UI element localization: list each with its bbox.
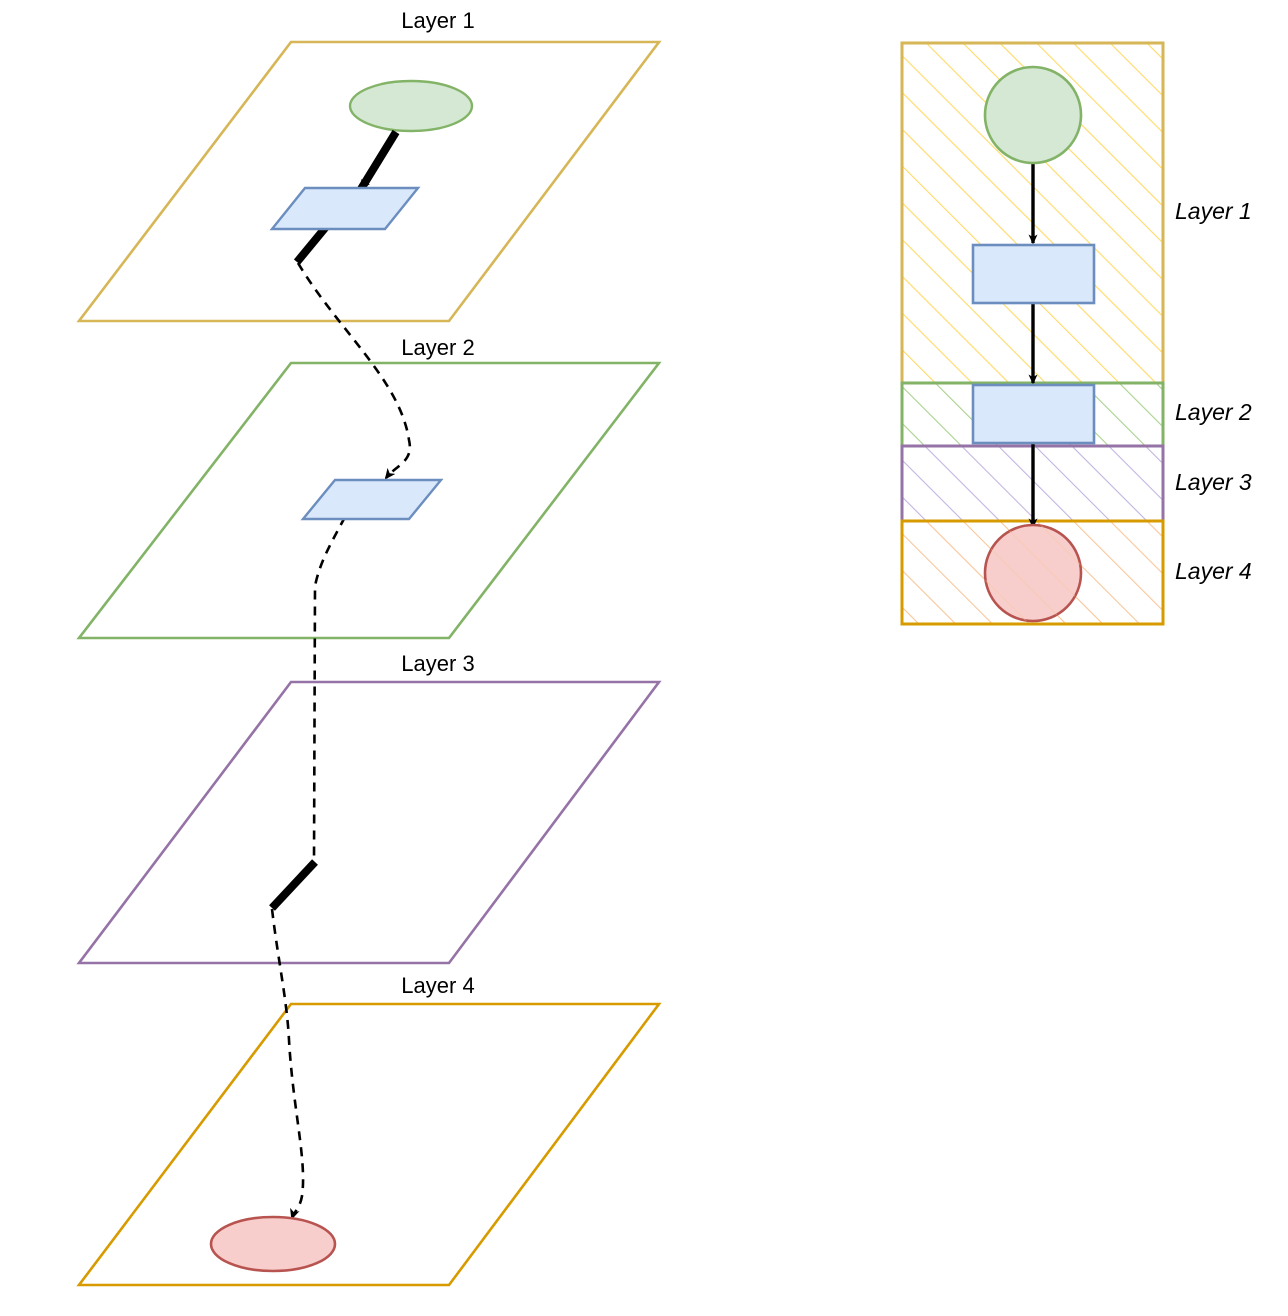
process-node-2-rect[interactable] [971, 383, 1096, 445]
layer-plane-2[interactable]: Layer 2 [76, 335, 662, 640]
layer-1-parallelogram[interactable] [76, 40, 662, 323]
end-node-ellipse[interactable] [209, 1215, 337, 1273]
start-node-ellipse[interactable] [348, 79, 474, 133]
end-node-circle-hatch-overlay [985, 525, 1081, 621]
layer-2-parallelogram[interactable] [76, 361, 662, 640]
layer-2-title: Layer 2 [401, 335, 474, 360]
stacked-bands-view: Layer 1 Layer 2 Layer 3 Layer 4 [900, 41, 1252, 626]
layer-plane-1[interactable]: Layer 1 [76, 8, 662, 323]
start-node-left[interactable] [348, 79, 474, 133]
process-node-1-left[interactable] [269, 186, 421, 231]
band-layer-4-label: Layer 4 [1175, 558, 1252, 584]
layer-plane-3[interactable]: Layer 3 [76, 651, 662, 965]
process-node-2-right[interactable] [971, 383, 1096, 445]
layer-3-title: Layer 3 [401, 651, 474, 676]
isometric-layers-view: Layer 1 Layer 2 Layer 3 Layer 4 [76, 8, 662, 1287]
layer-1-title: Layer 1 [401, 8, 474, 33]
end-node-left[interactable] [209, 1215, 337, 1273]
layer-4-parallelogram[interactable] [76, 1002, 662, 1287]
edge-start-to-process1 [357, 129, 400, 192]
process-node-2-parallelogram[interactable] [300, 478, 444, 521]
process-node-1-rect[interactable] [971, 243, 1096, 305]
layer-4-title: Layer 4 [401, 973, 474, 998]
process-node-2-left[interactable] [300, 478, 444, 521]
edge-process1-to-process2 [296, 262, 412, 480]
end-node-right[interactable] [983, 523, 1083, 623]
band-layer-1-label: Layer 1 [1175, 198, 1252, 224]
start-node-circle[interactable] [983, 65, 1083, 165]
band-layer-2-label: Layer 2 [1175, 399, 1252, 425]
edge-process2-to-end-tail [270, 908, 305, 1220]
process-node-1-parallelogram[interactable] [269, 186, 421, 231]
layer-plane-4[interactable]: Layer 4 [76, 973, 662, 1287]
start-node-right[interactable] [983, 65, 1083, 165]
layer-3-parallelogram[interactable] [76, 680, 662, 965]
band-layer-3-label: Layer 3 [1175, 469, 1252, 495]
edge-process2-to-end-thick-stub [269, 859, 318, 911]
process-node-1-right[interactable] [971, 243, 1096, 305]
